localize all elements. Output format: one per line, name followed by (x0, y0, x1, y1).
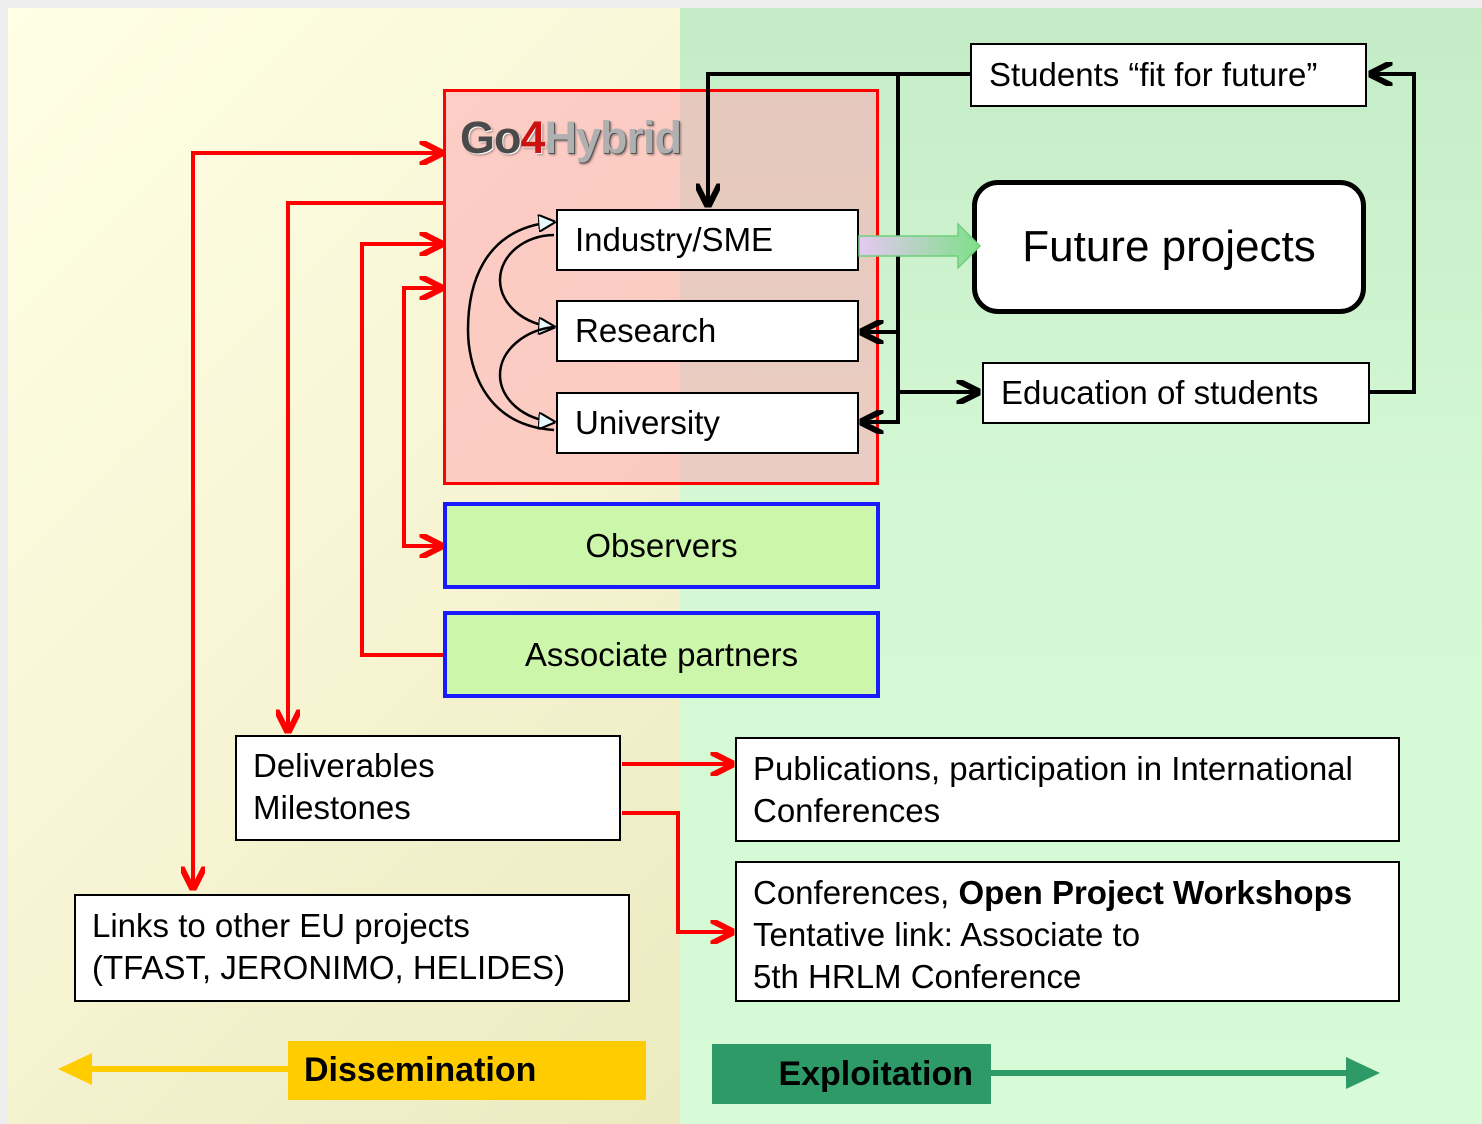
exploitation-label: Exploitation (778, 1054, 973, 1093)
links-eu-projects-box: Links to other EU projects (TFAST, JERON… (74, 894, 630, 1002)
associate-partners-label: Associate partners (524, 635, 799, 673)
research-label: Research (575, 312, 717, 349)
conferences-line1-plain: Conferences, (753, 874, 959, 911)
publications-line1: Publications, participation in Internati… (753, 750, 1353, 787)
students-fit-label: Students “fit for future” (989, 56, 1318, 93)
education-label: Education of students (1001, 374, 1319, 411)
industry-to-future-arrow (858, 222, 982, 270)
students-fit-box: Students “fit for future” (970, 43, 1367, 107)
logo-prefix: Go (460, 112, 521, 163)
conferences-line2: Tentative link: Associate to (753, 916, 1141, 953)
dissemination-arrowhead (58, 1053, 92, 1085)
industry-sme-label: Industry/SME (575, 221, 774, 258)
logo-digit: 4 (520, 112, 546, 163)
university-box: University (556, 392, 859, 454)
links-line2: (TFAST, JERONIMO, HELIDES) (92, 949, 566, 986)
logo-suffix: Hybrid (544, 112, 683, 163)
future-projects-label: Future projects (1022, 222, 1316, 271)
dissemination-links (193, 153, 732, 932)
go4hybrid-logo: Go4Hybrid (460, 112, 683, 164)
students-to-university-arrow (862, 332, 900, 422)
observers-box: Observers (443, 502, 880, 589)
education-to-students-arrow (1370, 74, 1416, 394)
exploitation-tag: Exploitation (712, 1044, 991, 1104)
link-from-associate-partners (360, 244, 443, 657)
link-observers (402, 286, 441, 546)
deliverables-box: Deliverables Milestones (235, 735, 621, 841)
exploitation-arrowhead (1346, 1057, 1380, 1089)
link-to-deliverables (288, 201, 443, 731)
dissemination-tag: Dissemination (288, 1041, 646, 1100)
research-to-university-arrow (498, 325, 554, 422)
students-to-research-arrow (862, 72, 970, 332)
link-to-conferences (622, 811, 732, 932)
exploitation-links (708, 72, 1416, 422)
research-box: Research (556, 300, 859, 362)
deliverables-line: Deliverables (253, 747, 435, 784)
university-label: University (575, 404, 720, 441)
associate-partners-box: Associate partners (443, 611, 880, 698)
partner-cycle (466, 222, 554, 432)
industry-to-research-arrow (498, 233, 554, 327)
publications-line2: Conferences (753, 792, 941, 829)
conferences-box: Conferences, Open Project Workshops Tent… (735, 861, 1400, 1002)
milestones-line: Milestones (253, 789, 411, 826)
industry-sme-box: Industry/SME (556, 209, 859, 271)
students-to-industry-arrow (708, 72, 970, 205)
observers-label: Observers (585, 526, 738, 564)
education-box: Education of students (982, 362, 1370, 424)
publications-box: Publications, participation in Internati… (735, 737, 1400, 842)
university-to-industry-arrow (466, 222, 554, 432)
links-line1: Links to other EU projects (92, 907, 470, 944)
dissemination-label: Dissemination (304, 1051, 537, 1089)
conferences-line3: 5th HRLM Conference (753, 958, 1082, 995)
open-project-workshops: Open Project Workshops (958, 874, 1353, 911)
